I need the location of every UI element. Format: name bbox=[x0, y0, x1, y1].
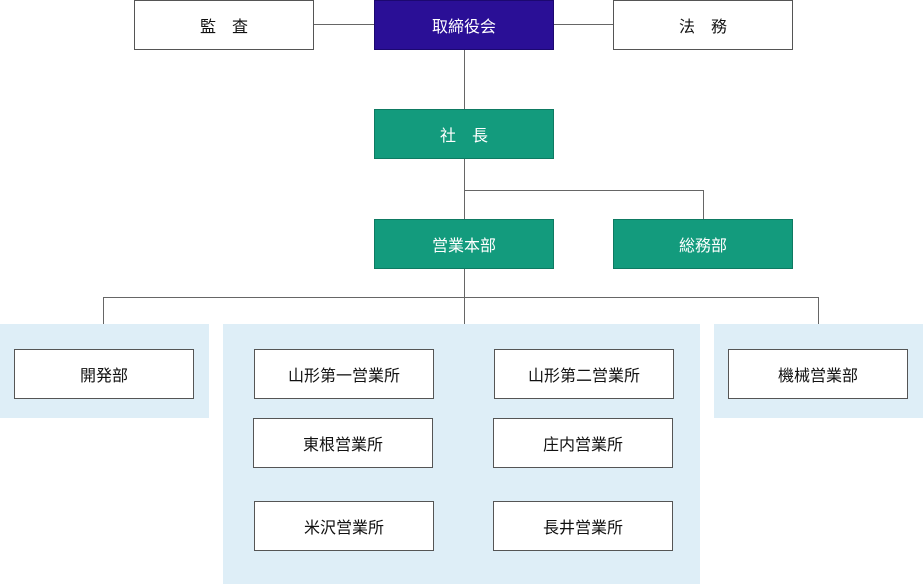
president-sales-connector bbox=[464, 158, 465, 220]
sales-office-box: 山形第一営業所 bbox=[254, 349, 434, 399]
development-drop-connector bbox=[103, 297, 104, 324]
sales-office-label: 東根営業所 bbox=[302, 435, 383, 454]
department-bus-connector bbox=[103, 297, 819, 298]
president-label: 社 長 bbox=[439, 126, 488, 145]
sales-office-box: 山形第二営業所 bbox=[494, 349, 674, 399]
sales-office-label: 山形第一営業所 bbox=[287, 366, 400, 385]
sales-office-box: 長井営業所 bbox=[493, 501, 673, 551]
machinery-drop-connector bbox=[818, 297, 819, 324]
audit-box: 監 査 bbox=[134, 0, 314, 50]
sales-office-label: 山形第二営業所 bbox=[527, 366, 640, 385]
machinery-sales-box: 機械営業部 bbox=[728, 349, 908, 399]
audit-label: 監 査 bbox=[199, 17, 248, 36]
sales-office-box: 米沢営業所 bbox=[254, 501, 434, 551]
sales-office-label: 米沢営業所 bbox=[303, 518, 384, 537]
board-president-connector bbox=[464, 49, 465, 110]
general-affairs-box: 総務部 bbox=[613, 219, 793, 269]
sales-office-box: 東根営業所 bbox=[253, 418, 433, 468]
legal-label: 法 務 bbox=[678, 17, 727, 36]
development-box: 開発部 bbox=[14, 349, 194, 399]
sales-office-box: 庄内営業所 bbox=[493, 418, 673, 468]
machinery-sales-label: 機械営業部 bbox=[777, 366, 858, 385]
board-box: 取締役会 bbox=[374, 0, 554, 50]
sales-hq-down-connector bbox=[464, 268, 465, 324]
sales-hq-label: 営業本部 bbox=[431, 236, 496, 255]
legal-connector bbox=[553, 24, 614, 25]
sales-office-label: 庄内営業所 bbox=[542, 435, 623, 454]
president-branch-connector bbox=[464, 190, 704, 191]
president-box: 社 長 bbox=[374, 109, 554, 159]
board-label: 取締役会 bbox=[431, 17, 496, 36]
legal-box: 法 務 bbox=[613, 0, 793, 50]
sales-hq-box: 営業本部 bbox=[374, 219, 554, 269]
development-label: 開発部 bbox=[79, 366, 128, 385]
general-affairs-label: 総務部 bbox=[678, 236, 727, 255]
sales-office-label: 長井営業所 bbox=[542, 518, 623, 537]
audit-connector bbox=[313, 24, 375, 25]
general-affairs-drop-connector bbox=[703, 190, 704, 220]
